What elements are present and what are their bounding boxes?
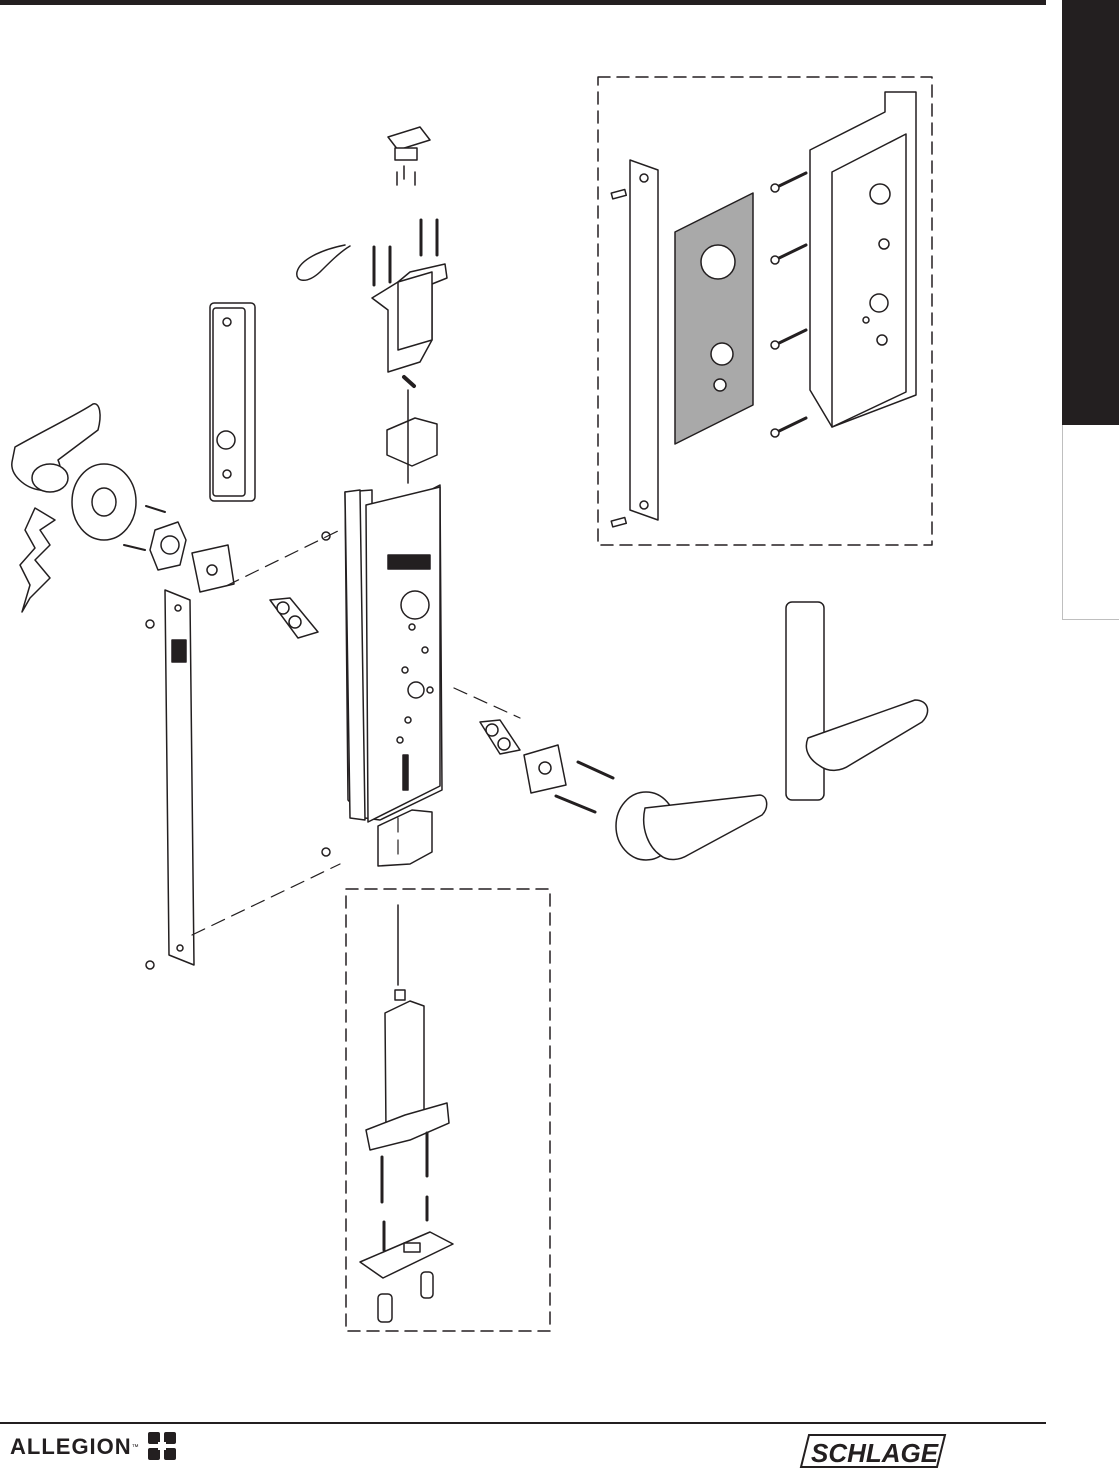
wood-screw-2 [771, 245, 806, 264]
right-escutcheon-plate [786, 602, 824, 800]
gray-reinforcement-plate [675, 193, 753, 444]
bottom-pin [395, 990, 405, 1000]
exploded-parts-drawing [0, 0, 1050, 1400]
wood-screw-4 [771, 418, 806, 437]
cotter-pin [297, 245, 350, 280]
small-screw-top [611, 189, 626, 198]
bottom-rule [0, 1422, 1046, 1424]
trademark-mark: ™ [132, 1444, 139, 1451]
faceplate-screw-bottom [146, 961, 154, 969]
auxiliary-actuator [387, 377, 437, 483]
strike-box-posts [378, 1272, 433, 1322]
left-spindle [270, 598, 318, 638]
strike-plate [360, 1232, 453, 1278]
bottom-latch-bracket [378, 810, 432, 866]
spanner-wrench [20, 508, 55, 612]
faceplate-screw-top [146, 620, 154, 628]
allegion-mark-icon [145, 1429, 181, 1465]
section-tab-light [1062, 425, 1119, 620]
schlage-wordmark: SCHLAGE [811, 1438, 939, 1468]
wood-screw-1 [771, 173, 806, 192]
allegion-wordmark: ALLEGION [10, 1434, 132, 1460]
narrow-plate [630, 160, 658, 520]
allegion-logo: ALLEGION ™ [10, 1427, 181, 1467]
small-screws-top [397, 166, 415, 185]
small-screw-bottom [611, 517, 626, 526]
case-mount-screw-bottom [322, 848, 330, 856]
section-tab-dark [1062, 0, 1119, 425]
right-spindle [480, 720, 520, 754]
top-cover-plate [388, 127, 430, 160]
schlage-logo: SCHLAGE [795, 1432, 953, 1470]
wood-screw-3 [771, 330, 806, 349]
through-bolts [556, 762, 613, 812]
